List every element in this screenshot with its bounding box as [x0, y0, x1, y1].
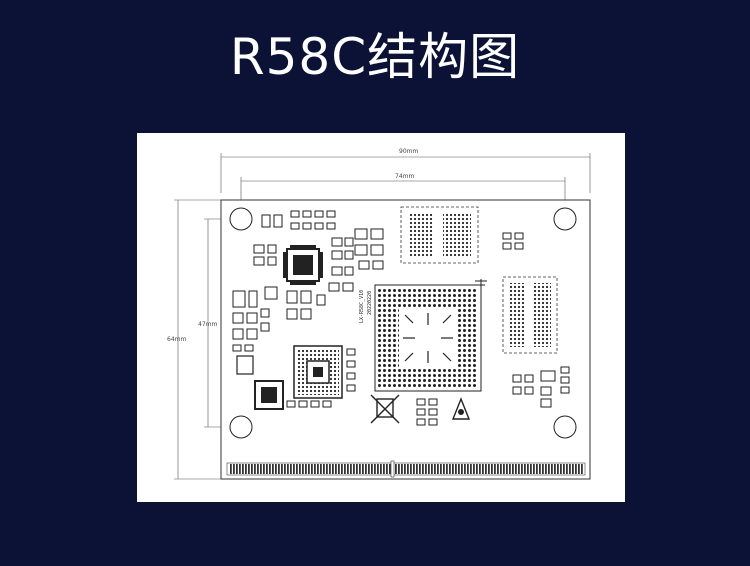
silkscreen-date-code: 20220220	[367, 291, 373, 315]
dim-label-47: 47mm	[198, 321, 217, 328]
recycle-bin-symbol	[370, 394, 400, 424]
qfn-chip-lower	[236, 355, 284, 410]
edge-connector	[226, 460, 586, 478]
pcb-drawing: 90mm 74mm 64mm 47mm	[167, 148, 591, 480]
silkscreen-board-name: LX-R58C_V10	[359, 290, 365, 323]
dim-label-90: 90mm	[399, 148, 418, 155]
warning-triangle-symbol	[451, 397, 471, 420]
ddr-memory-top	[400, 206, 479, 264]
page-title: R58C结构图	[229, 28, 521, 86]
dim-label-64: 64mm	[167, 336, 186, 343]
secondary-chip-bga	[293, 345, 343, 399]
antenna-symbol	[475, 279, 487, 293]
dim-label-74: 74mm	[395, 173, 414, 180]
structure-diagram: 90mm 74mm 64mm 47mm	[137, 133, 625, 502]
dimension-overall-height: 64mm	[167, 199, 221, 480]
smd-components	[232, 210, 570, 426]
qfn-chip-upper	[283, 245, 323, 285]
mounting-hole-bottom-left	[229, 415, 253, 439]
dimension-overall-width: 90mm	[220, 148, 591, 193]
ddr-memory-right	[502, 276, 558, 354]
mounting-hole-top-right	[553, 207, 577, 231]
mounting-hole-top-left	[229, 207, 253, 231]
main-soc-bga	[374, 284, 482, 392]
mounting-hole-bottom-right	[553, 415, 577, 439]
